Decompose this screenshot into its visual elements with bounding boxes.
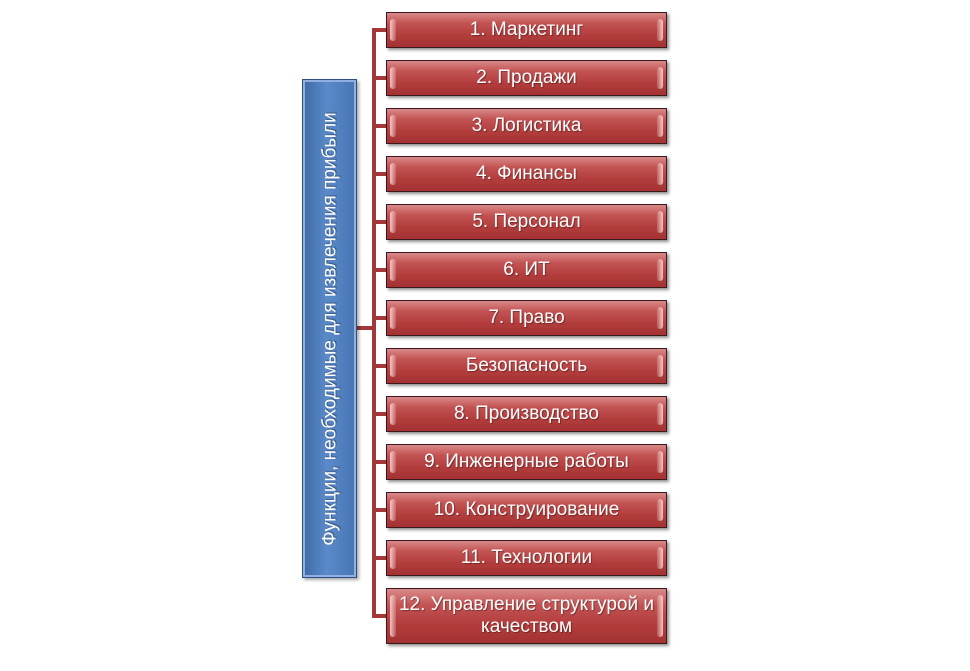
root-node[interactable]: Функции, необходимые для извлечения приб… — [302, 79, 357, 578]
connector-branch — [372, 614, 388, 618]
node-law[interactable]: 7. Право — [386, 300, 667, 336]
connector-branch — [372, 124, 388, 128]
node-personnel[interactable]: 5. Персонал — [386, 204, 667, 240]
node-it[interactable]: 6. ИТ — [386, 252, 667, 288]
connector-trunk — [372, 30, 376, 617]
node-design[interactable]: 10. Конструирование — [386, 492, 667, 528]
connector-branch — [372, 76, 388, 80]
node-logistics[interactable]: 3. Логистика — [386, 108, 667, 144]
node-quality-management[interactable]: 12. Управление структурой и качеством — [386, 588, 667, 644]
connector-branch — [372, 28, 388, 32]
root-node-label: Функции, необходимые для извлечения приб… — [319, 111, 340, 546]
node-finance[interactable]: 4. Финансы — [386, 156, 667, 192]
node-engineering[interactable]: 9. Инженерные работы — [386, 444, 667, 480]
connector-branch — [372, 316, 388, 320]
connector-branch — [372, 364, 388, 368]
connector-branch — [372, 220, 388, 224]
node-security[interactable]: Безопасность — [386, 348, 667, 384]
node-sales[interactable]: 2. Продажи — [386, 60, 667, 96]
connector-branch — [372, 508, 388, 512]
connector-branch — [372, 172, 388, 176]
node-production[interactable]: 8. Производство — [386, 396, 667, 432]
connector-branch — [372, 268, 388, 272]
node-marketing[interactable]: 1. Маркетинг — [386, 12, 667, 48]
connector-branch — [372, 412, 388, 416]
connector-branch — [372, 460, 388, 464]
node-technology[interactable]: 11. Технологии — [386, 540, 667, 576]
connector-root — [355, 326, 376, 330]
connector-branch — [372, 556, 388, 560]
